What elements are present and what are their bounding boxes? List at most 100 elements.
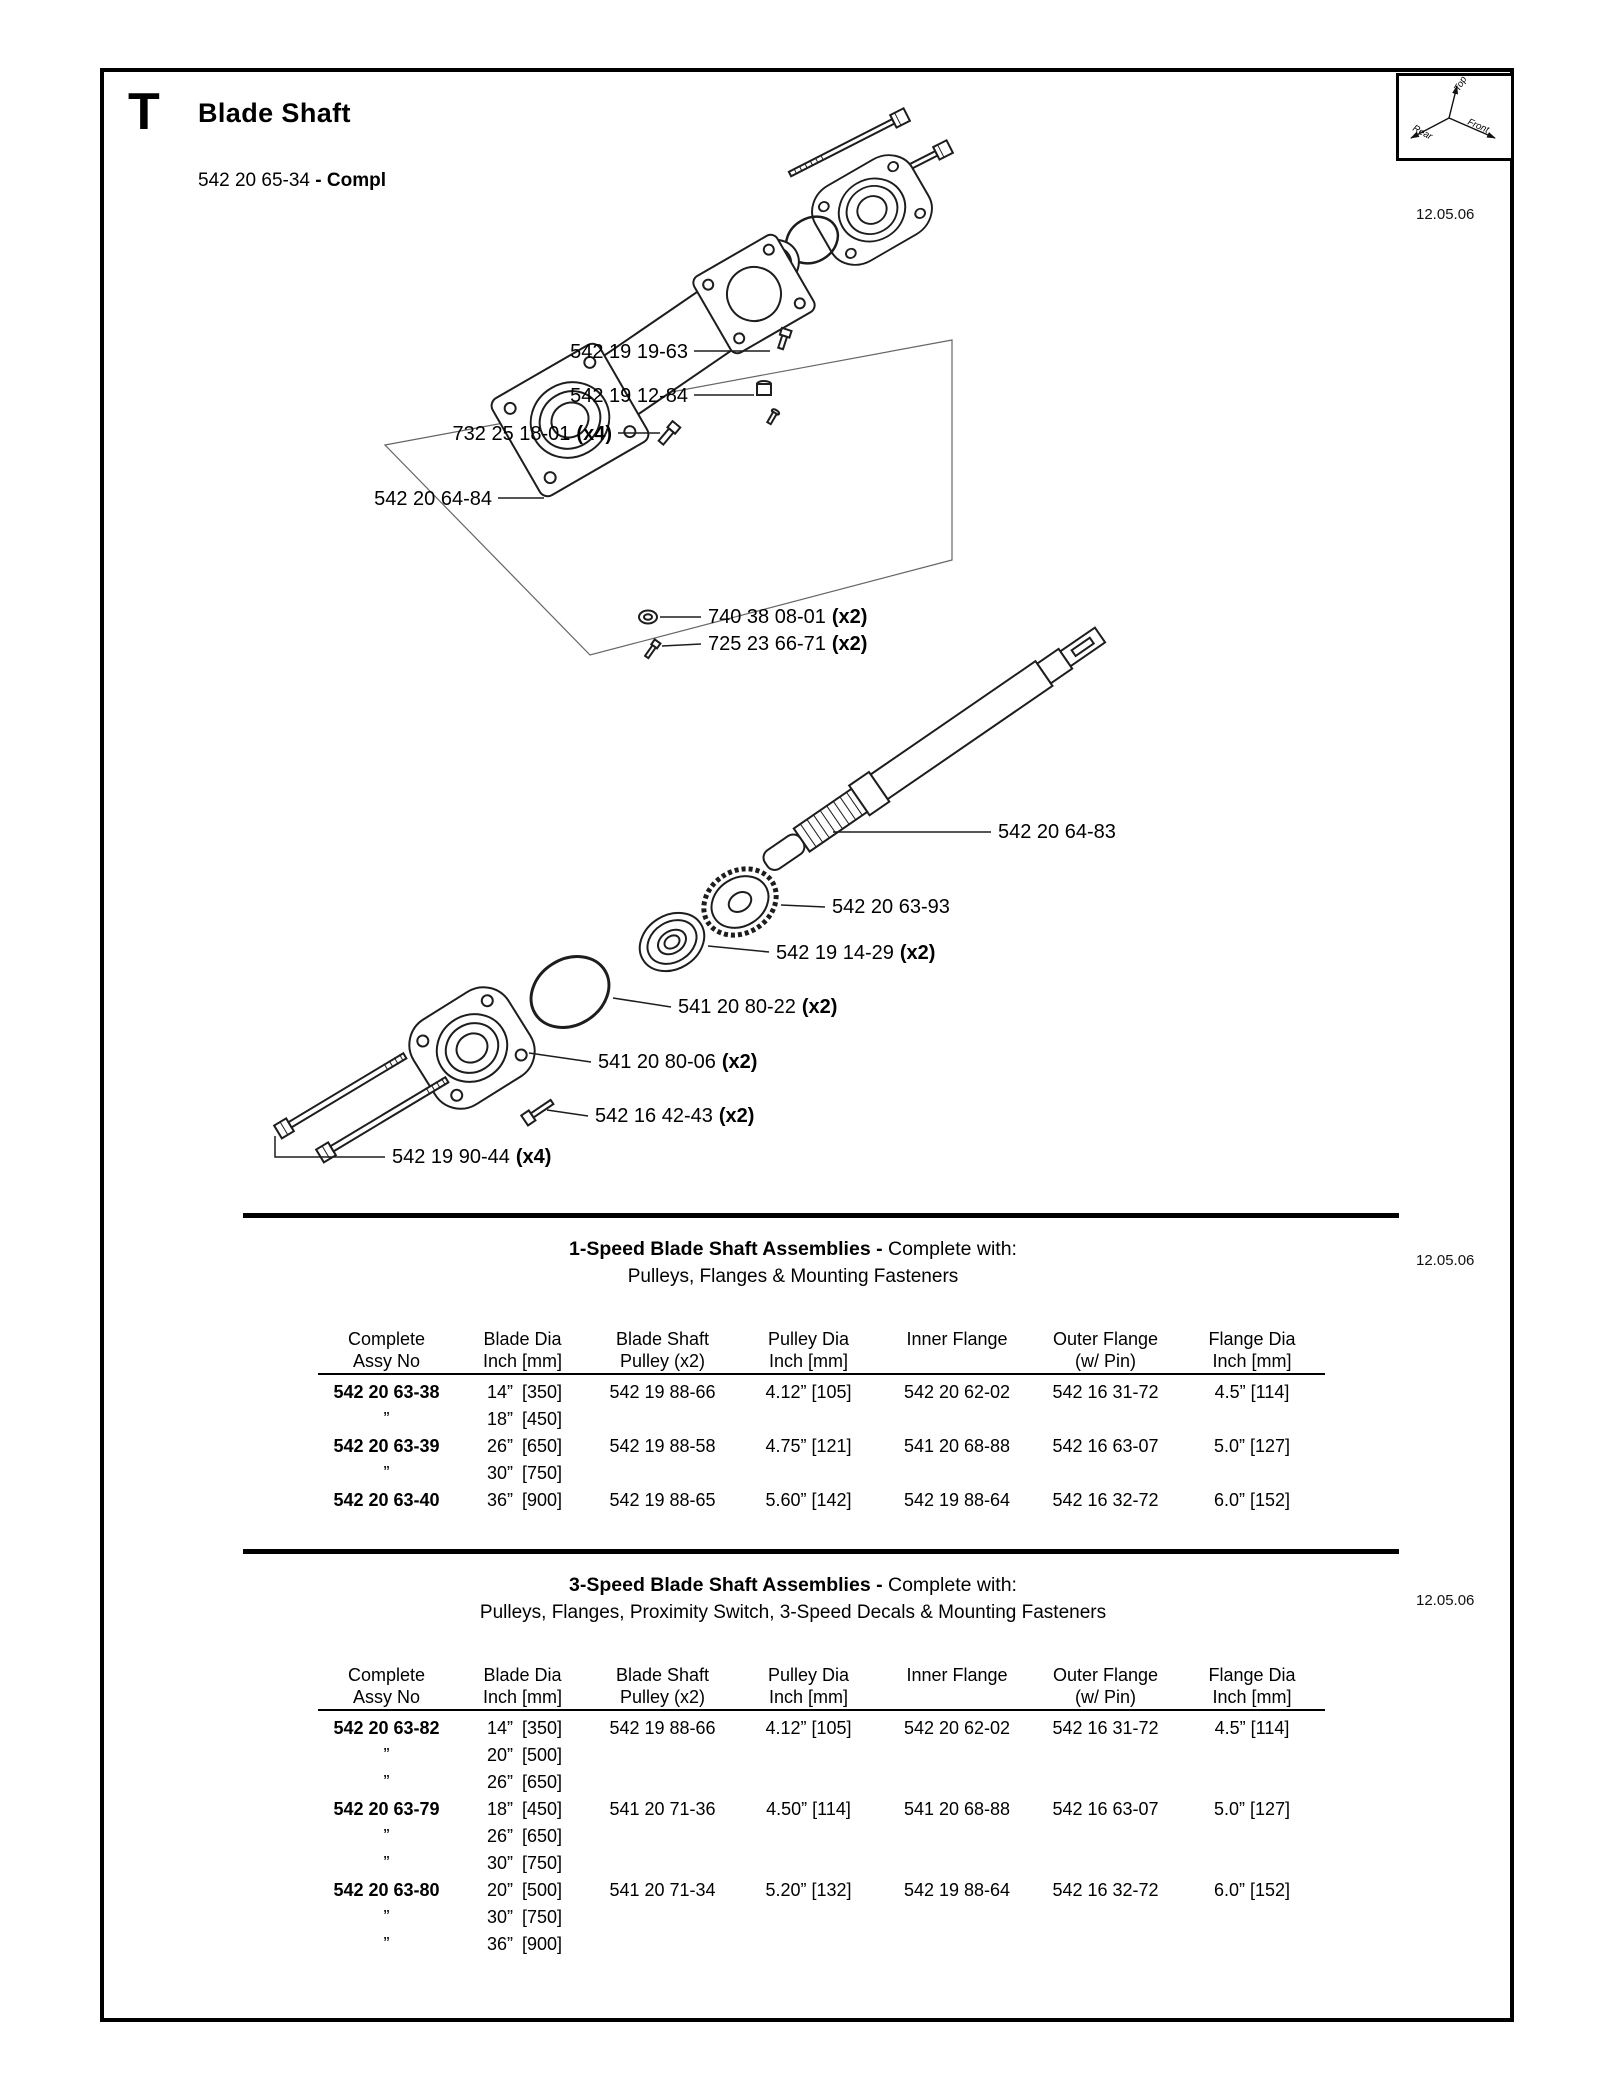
cell-pulley bbox=[590, 1769, 735, 1796]
section-divider bbox=[243, 1549, 1399, 1554]
mounting-bol t bbox=[272, 1051, 450, 1164]
leader-line bbox=[707, 945, 770, 953]
cell-fdia bbox=[1179, 1823, 1325, 1850]
cell-pulley: 541 20 71-36 bbox=[609, 1799, 716, 1819]
cell-inner: 542 19 88-64 bbox=[903, 1490, 1011, 1510]
cell-assembly-no: 542 20 63-40 bbox=[333, 1490, 440, 1510]
table-title-block: 1-Speed Blade Shaft Assemblies - Complet… bbox=[243, 1238, 1343, 1288]
table-title-block: 3-Speed Blade Shaft Assemblies - Complet… bbox=[243, 1574, 1343, 1624]
table-row: ” 26”[650] bbox=[318, 1769, 1325, 1796]
grease-fitting bbox=[776, 326, 793, 351]
cell-inner bbox=[882, 1769, 1032, 1796]
cell-outer bbox=[1032, 1931, 1179, 1958]
blade-dia-mm: [900] bbox=[522, 1490, 563, 1510]
assembly-plane-outline bbox=[383, 339, 953, 656]
revision-date: 12.05.06 bbox=[1416, 1592, 1475, 1609]
cell-fdia: 4.5” [114] bbox=[1214, 1382, 1290, 1402]
column-header-line: Blade Shaft bbox=[615, 1329, 710, 1349]
cell-pulley bbox=[590, 1460, 735, 1487]
blade-dia-mm: [500] bbox=[522, 1880, 563, 1900]
cell-fdia: 5.0” [127] bbox=[1213, 1799, 1291, 1819]
cell-inner: 541 20 68-88 bbox=[903, 1436, 1011, 1456]
page-border bbox=[100, 68, 1514, 2022]
column-header-line: Pulley (x2) bbox=[619, 1687, 706, 1707]
cell-assembly-no: ” bbox=[383, 1745, 390, 1765]
cell-pulley: 542 19 88-66 bbox=[609, 1718, 716, 1738]
column-header-line: Outer Flange bbox=[1052, 1329, 1159, 1349]
column-header-line: Pulley Dia bbox=[767, 1329, 850, 1349]
cell-pulley: 541 20 71-34 bbox=[609, 1880, 716, 1900]
cell-assembly-no: ” bbox=[383, 1772, 390, 1792]
column-header-line bbox=[882, 1686, 1032, 1708]
axis-rear-arrow bbox=[1410, 117, 1450, 139]
cell-outer bbox=[1032, 1406, 1179, 1433]
cell-blade-dia: 18” [450] bbox=[455, 1796, 590, 1823]
blade-dia-mm: [450] bbox=[522, 1799, 563, 1819]
cell-pdia bbox=[735, 1460, 882, 1487]
bearing bbox=[638, 911, 706, 973]
cell-blade-dia: 26”[650] bbox=[455, 1769, 590, 1796]
cell-outer: 542 16 63-07 bbox=[1052, 1799, 1159, 1819]
table-row: ”30”[750] bbox=[318, 1460, 1325, 1487]
blade-dia-mm: [650] bbox=[522, 1772, 563, 1792]
cell-pdia bbox=[735, 1823, 882, 1850]
cell-fdia bbox=[1179, 1460, 1325, 1487]
cell-pulley: 542 19 88-65 bbox=[609, 1490, 716, 1510]
column-header-line: Pulley (x2) bbox=[619, 1351, 706, 1371]
blade-dia-inch: 18” bbox=[486, 1799, 513, 1819]
washer bbox=[638, 609, 658, 625]
column-header-line: Flange Dia bbox=[1208, 1329, 1296, 1349]
cell-fdia bbox=[1179, 1850, 1325, 1877]
screw bbox=[643, 638, 662, 660]
cell-assembly-no: ” bbox=[383, 1907, 390, 1927]
blade-dia-inch: 30” bbox=[486, 1853, 513, 1873]
cell-inner bbox=[882, 1823, 1032, 1850]
column-header-line: (w/ Pin) bbox=[1074, 1687, 1136, 1707]
cell-inner: 542 19 88-64 bbox=[903, 1880, 1011, 1900]
blade-dia-inch: 20” bbox=[486, 1745, 513, 1765]
cell-fdia bbox=[1179, 1742, 1325, 1769]
orientation-indicator: Top Rear Front bbox=[1396, 73, 1514, 161]
orientation-axes-icon: Top Rear Front bbox=[1410, 75, 1496, 143]
cell-fdia bbox=[1179, 1769, 1325, 1796]
part-callout: 725 23 66-71(x2) bbox=[708, 633, 867, 655]
column-header-line: Inch [mm] bbox=[768, 1351, 848, 1371]
blade-dia-inch: 36” bbox=[486, 1490, 513, 1510]
revision-date: 12.05.06 bbox=[1416, 1252, 1475, 1269]
cell-pdia bbox=[735, 1406, 882, 1433]
cell-inner bbox=[882, 1850, 1032, 1877]
leader-line bbox=[528, 1052, 592, 1063]
blade-dia-mm: [900] bbox=[522, 1934, 563, 1954]
blade-dia-inch: 30” bbox=[486, 1463, 513, 1483]
cell-blade-dia: 20”[500] bbox=[455, 1742, 590, 1769]
housing-bolt bbox=[657, 419, 682, 447]
blade-dia-inch: 36” bbox=[486, 1934, 513, 1954]
part-callout: 542 19 90-44(x4) bbox=[392, 1146, 551, 1168]
table-title-rest: Complete with: bbox=[888, 1238, 1017, 1260]
exploded-parts-diagram: 542 19 19-63 542 19 12-84 732 25 18-01(x… bbox=[272, 106, 1116, 1168]
cell-pdia: 5.20” [132] bbox=[765, 1880, 852, 1900]
part-callout: 542 20 64-84 bbox=[374, 488, 492, 510]
axis-front-arrow bbox=[1448, 117, 1496, 139]
assembly-number-suffix: - Compl bbox=[315, 170, 386, 191]
leader-line bbox=[274, 1136, 385, 1158]
cell-outer: 542 16 32-72 bbox=[1052, 1880, 1159, 1900]
table-title-bold: 1-Speed Blade Shaft Assemblies - bbox=[569, 1238, 883, 1260]
column-header-line: Inch [mm] bbox=[768, 1687, 848, 1707]
blade-dia-inch: 26” bbox=[486, 1826, 513, 1846]
cell-inner: 542 20 62-02 bbox=[903, 1718, 1011, 1738]
cell-assembly-no: ” bbox=[383, 1826, 390, 1846]
cell-pdia: 5.60” [142] bbox=[765, 1490, 852, 1510]
table-row: ” 20”[500] bbox=[318, 1742, 1325, 1769]
